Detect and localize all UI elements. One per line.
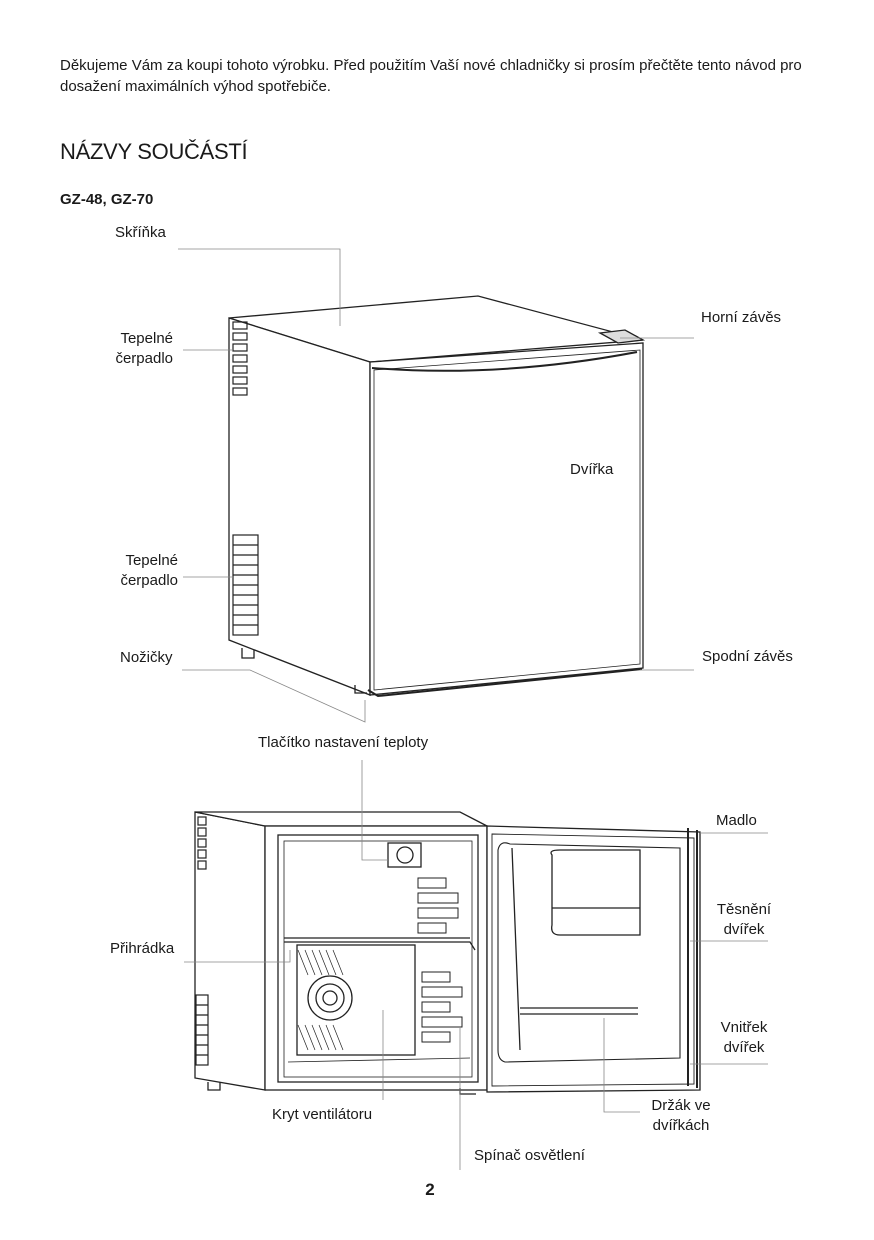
label-cabinet: Skříňka bbox=[115, 224, 166, 241]
label-door: Dvířka bbox=[570, 461, 614, 478]
closed-fridge-drawing bbox=[228, 295, 646, 698]
label-feet: Nožičky bbox=[120, 649, 173, 666]
page-number: 2 bbox=[425, 1180, 435, 1199]
label-line: Těsnění bbox=[716, 901, 772, 918]
label-line: Tepelné bbox=[120, 330, 173, 347]
label-door-seal: Těsnění dvířek bbox=[705, 900, 783, 940]
label-line: dvířek bbox=[723, 1039, 765, 1056]
label-door-inside: Vnitřek dvířek bbox=[705, 1018, 783, 1058]
models-subheading: GZ-48, GZ-70 bbox=[60, 191, 154, 208]
section-heading: NÁZVY SOUČÁSTÍ bbox=[60, 139, 248, 164]
label-door-holder: Držák ve dvířkách bbox=[640, 1096, 722, 1136]
label-temp-button: Tlačítko nastavení teploty bbox=[258, 734, 429, 751]
label-bottom-hinge: Spodní závěs bbox=[702, 648, 793, 665]
label-heat-pump-top: Tepelné čerpadlo bbox=[95, 329, 173, 369]
intro-paragraph: Děkujeme Vám za koupi tohoto výrobku. Př… bbox=[60, 57, 802, 95]
label-light-switch: Spínač osvětlení bbox=[474, 1147, 585, 1164]
label-line: čerpadlo bbox=[120, 572, 178, 589]
label-line: dvířek bbox=[723, 921, 765, 938]
label-top-hinge: Horní závěs bbox=[701, 309, 782, 326]
label-handle: Madlo bbox=[716, 812, 757, 829]
label-shelf: Přihrádka bbox=[110, 940, 175, 957]
label-line: Vnitřek bbox=[720, 1019, 768, 1036]
label-line: dvířkách bbox=[652, 1117, 710, 1134]
label-line: Držák ve bbox=[651, 1097, 711, 1114]
label-line: čerpadlo bbox=[115, 350, 173, 367]
label-fan-cover: Kryt ventilátoru bbox=[272, 1106, 373, 1123]
open-fridge-drawing bbox=[194, 811, 701, 1095]
label-heat-pump-bottom: Tepelné čerpadlo bbox=[100, 551, 178, 591]
label-line: Tepelné bbox=[125, 552, 178, 569]
